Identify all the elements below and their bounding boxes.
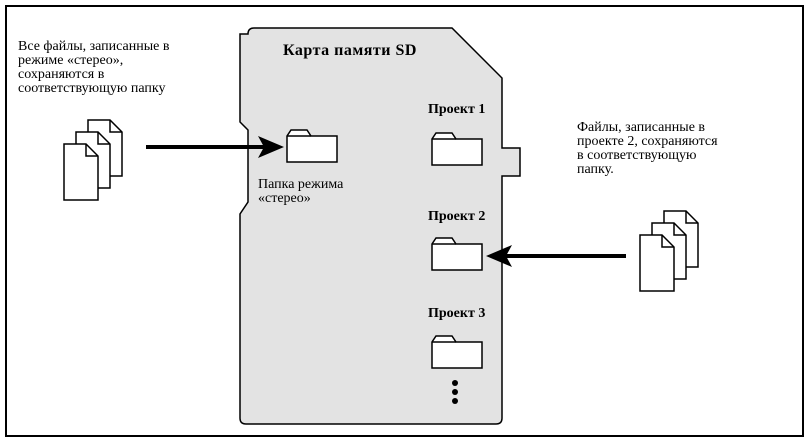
project-2-label: Проект 2 [428, 209, 486, 224]
right-note-text: Файлы, записанные в проекте 2, сохраняют… [577, 120, 718, 177]
arrow-to-stereo-folder [146, 136, 284, 158]
left-note-text: Все файлы, записанные в режиме «стерео»,… [18, 39, 170, 96]
project-3-label: Проект 3 [428, 306, 486, 321]
arrow-to-project2-folder [486, 245, 626, 267]
sd-card-title: Карта памяти SD [283, 42, 417, 59]
project-1-label: Проект 1 [428, 102, 486, 117]
stereo-folder-label: Папка режима «стерео» [258, 177, 344, 206]
vertical-ellipsis-icon [452, 380, 458, 404]
sd-card-shape [239, 27, 521, 425]
